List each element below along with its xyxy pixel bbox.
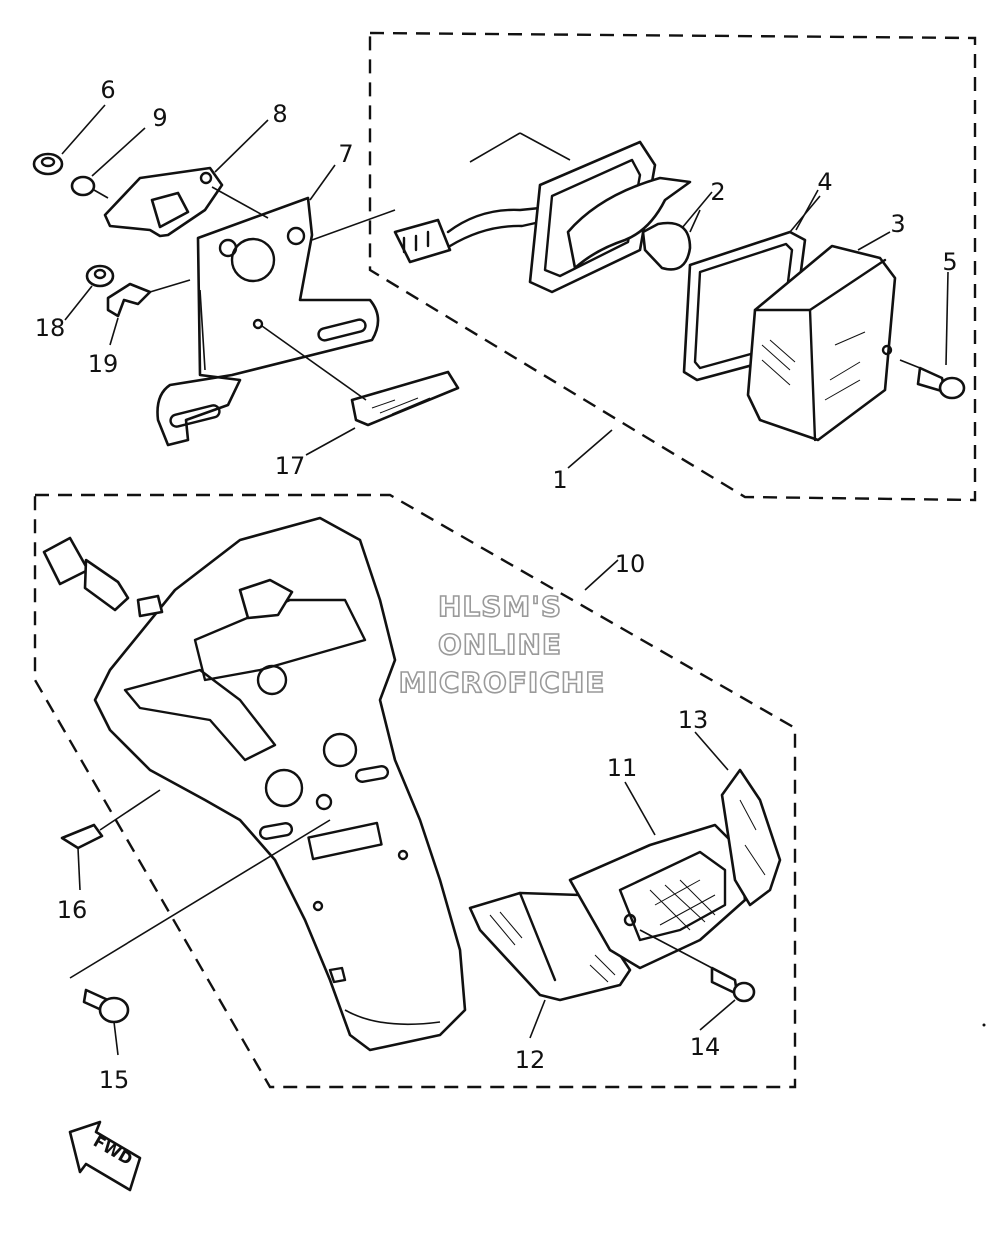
callout-17: 17 — [275, 452, 306, 480]
stray-dot — [982, 1023, 986, 1027]
watermark: HLSM'S ONLINE MICROFICHE — [398, 589, 606, 700]
group-10-boundary — [33, 493, 797, 1089]
callout-5: 5 — [942, 248, 957, 276]
tail-light-connector — [311, 206, 542, 264]
reflector-13 — [720, 768, 782, 907]
callout-6: 6 — [100, 76, 115, 104]
lamp-housing — [469, 132, 692, 294]
callout-3: 3 — [890, 210, 905, 238]
fwd-arrow-icon: FWD — [68, 1120, 142, 1192]
bracket-cover — [103, 166, 269, 238]
callout-10: 10 — [615, 550, 646, 578]
bolt-15 — [69, 819, 331, 1024]
leader-lines — [61, 104, 949, 1056]
watermark-line-1: HLSM'S — [438, 590, 562, 623]
callout-14: 14 — [690, 1033, 721, 1061]
group-1-boundary — [368, 31, 977, 502]
callouts: 6 9 8 7 2 4 3 5 18 19 17 1 10 13 11 16 1… — [35, 76, 958, 1094]
callout-15: 15 — [99, 1066, 130, 1094]
fender-connector — [42, 536, 164, 618]
callout-19: 19 — [88, 350, 119, 378]
screw-5 — [899, 359, 966, 400]
callout-2: 2 — [710, 178, 725, 206]
collar-9 — [70, 175, 109, 199]
callout-4: 4 — [817, 168, 832, 196]
callout-16: 16 — [57, 896, 88, 924]
callout-12: 12 — [515, 1046, 546, 1074]
callout-11: 11 — [607, 754, 638, 782]
callout-1: 1 — [552, 466, 567, 494]
lens-11 — [568, 823, 747, 970]
callout-18: 18 — [35, 314, 66, 342]
reflector-17 — [261, 325, 460, 427]
callout-8: 8 — [272, 100, 287, 128]
screw-14 — [639, 929, 756, 1003]
watermark-line-2: ONLINE — [438, 628, 562, 661]
clip-19 — [106, 279, 191, 318]
rear-fender — [93, 516, 467, 1052]
reflector-12 — [468, 891, 632, 1002]
nut-18 — [85, 264, 115, 288]
license-bracket — [156, 196, 380, 447]
bulb-2 — [641, 209, 701, 271]
callout-9: 9 — [152, 104, 167, 132]
callout-7: 7 — [338, 140, 353, 168]
lens-3 — [746, 244, 897, 442]
clip-16 — [60, 789, 161, 850]
callout-13: 13 — [678, 706, 709, 734]
watermark-line-3: MICROFICHE — [399, 666, 606, 699]
nut-6 — [32, 152, 64, 176]
